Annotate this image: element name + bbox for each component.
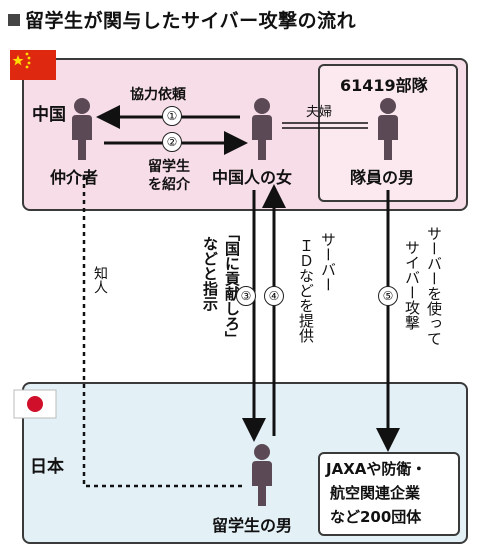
step2-label-line2: を紹介	[148, 177, 190, 193]
title-text: 留学生が関与したサイバー攻撃の流れ	[25, 10, 357, 32]
person-icon	[252, 444, 272, 506]
student-label: 留学生の男	[212, 516, 293, 535]
targets-box	[318, 452, 460, 536]
region-label-china: 中国	[32, 105, 66, 125]
step2-number: ②	[162, 132, 182, 152]
step3-label-line1: 「国に貢献しろ」	[223, 226, 241, 346]
step3-number: ③	[236, 286, 256, 306]
diagram-title: 留学生が関与したサイバー攻撃の流れ	[8, 6, 356, 33]
intermediary-label: 仲介者	[50, 168, 99, 187]
step2-label-line1: 留学生	[148, 159, 190, 175]
step3-label-line2: などと指示	[201, 236, 219, 311]
unit-name-label: 61419部隊	[340, 76, 428, 95]
person-icon	[252, 98, 272, 160]
step4-label-line1: サーバー	[319, 232, 337, 292]
chinese-woman-label: 中国人の女	[212, 168, 293, 187]
step5-label-line1: サーバーを使って	[425, 226, 443, 346]
step1-number: ①	[162, 106, 182, 126]
married-label: 夫婦	[306, 105, 333, 120]
acquaintance-label: 知人	[92, 266, 108, 294]
targets-line2: 航空関連企業	[330, 484, 421, 502]
region-label-japan: 日本	[30, 457, 64, 477]
targets-line1: JAXAや防衛・	[326, 460, 427, 478]
cube-icon	[8, 14, 20, 26]
step4-number: ④	[264, 286, 284, 306]
step5-number: ⑤	[378, 286, 398, 306]
china-flag-icon	[10, 50, 56, 80]
step4-label-line2: ＩＤなどを提供	[297, 238, 315, 343]
person-icon	[72, 98, 92, 160]
person-icon	[378, 98, 398, 160]
japan-flag-icon	[13, 389, 57, 419]
unit-member-label: 隊員の男	[350, 168, 415, 187]
step5-label-line2: サイバー攻撃	[403, 240, 421, 330]
targets-line3: など200団体	[330, 508, 422, 526]
step1-label: 協力依頼	[130, 87, 186, 103]
